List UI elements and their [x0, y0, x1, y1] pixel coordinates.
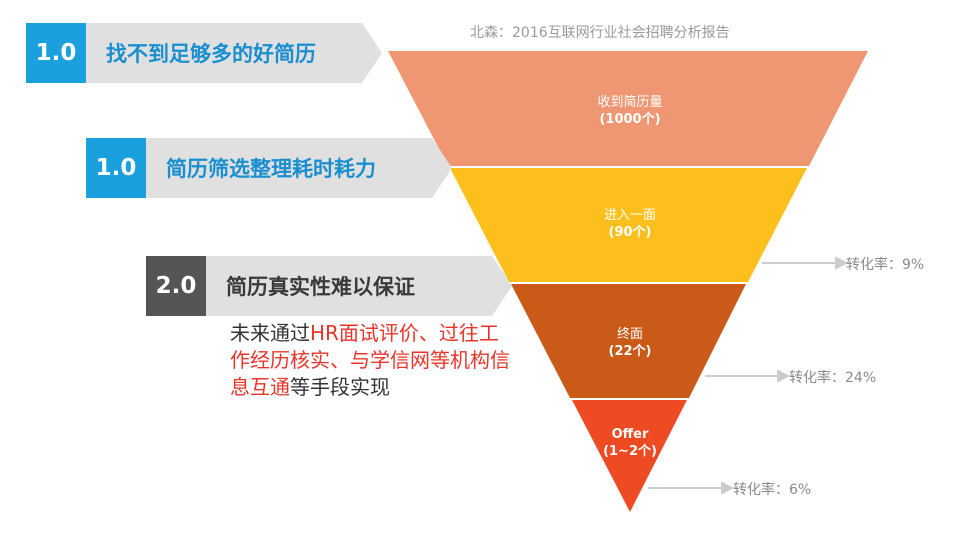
funnel-stage-final-interview: [511, 284, 746, 398]
stage-name: 收到简历量: [597, 95, 663, 110]
conversion-rate-2: 转化率：24%: [789, 370, 877, 386]
note-highlight: HR面试评价、过往工作经历核实、与学信网等机构信息互通: [230, 321, 510, 399]
stage-count: (1~2个): [603, 444, 657, 459]
funnel-stage-first-interview: [450, 168, 807, 282]
problem-label: 简历真实性难以保证: [206, 256, 512, 316]
conversion-rate-1: 转化率：9%: [846, 257, 925, 273]
version-badge: 2.0: [146, 256, 206, 316]
stage-label-resumes: 收到简历量 (1000个): [560, 94, 700, 128]
stage-label-offer: Offer (1~2个): [580, 426, 680, 460]
source-caption: 北森：2016互联网行业社会招聘分析报告: [470, 25, 730, 41]
conversion-rate-3: 转化率：6%: [733, 482, 812, 498]
note-text: 未来通过: [230, 321, 310, 345]
problem-label: 找不到足够多的好简历: [86, 23, 382, 83]
problem-tag-3: 2.0 简历真实性难以保证: [146, 256, 512, 316]
version-badge: 1.0: [86, 138, 146, 198]
funnel-stage-offer: [572, 400, 687, 512]
rate-connector-1: [762, 256, 849, 270]
problem-label: 简历筛选整理耗时耗力: [146, 138, 452, 198]
stage-name: 终面: [616, 327, 643, 342]
stage-count: (1000个): [599, 112, 661, 127]
stage-count: (90个): [608, 225, 652, 240]
solution-note: 未来通过HR面试评价、过往工作经历核实、与学信网等机构信息互通等手段实现: [230, 320, 510, 401]
rate-connector-2: [705, 369, 791, 383]
stage-count: (22个): [608, 344, 652, 359]
problem-tag-2: 1.0 简历筛选整理耗时耗力: [86, 138, 452, 198]
note-text-end: 等手段实现: [290, 375, 390, 399]
stage-name: Offer: [611, 427, 649, 442]
funnel-stage-resumes: [388, 51, 868, 166]
version-badge: 1.0: [26, 23, 86, 83]
rate-connector-3: [648, 481, 735, 495]
stage-name: 进入一面: [603, 208, 656, 223]
stage-label-first-interview: 进入一面 (90个): [560, 207, 700, 241]
problem-tag-1: 1.0 找不到足够多的好简历: [26, 23, 382, 83]
stage-label-final-interview: 终面 (22个): [560, 326, 700, 360]
